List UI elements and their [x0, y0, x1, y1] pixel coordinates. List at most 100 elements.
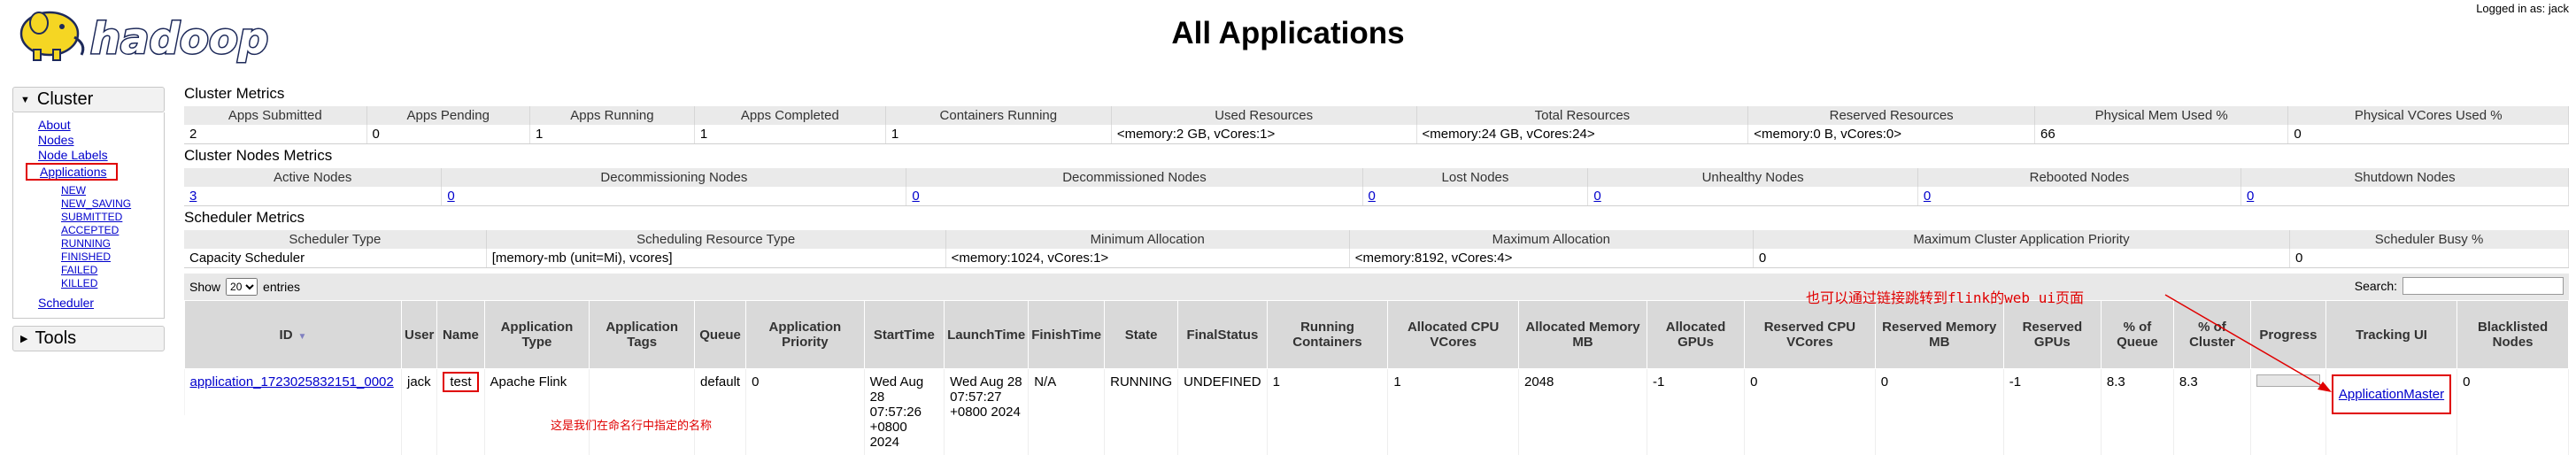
cluster-links: About Nodes Node Labels Applications NEW…	[12, 112, 165, 319]
show-label: Show	[189, 280, 220, 294]
col-header-alloc-vcores[interactable]: Allocated CPU VCores	[1388, 301, 1519, 369]
nav-state-new-saving[interactable]: NEW_SAVING	[61, 197, 164, 211]
annotation-bottom: 这是我们在命名行中指定的名称	[551, 416, 712, 433]
col-header-finishtime[interactable]: FinishTime	[1029, 301, 1105, 369]
cell-running-containers: 1	[1267, 369, 1388, 455]
metric-value: <memory:1024, vCores:1>	[945, 249, 1349, 268]
metric-header: Reserved Resources	[1748, 106, 2035, 125]
metric-value: [memory-mb (unit=Mi), vcores]	[486, 249, 945, 268]
metric-header: Maximum Cluster Application Priority	[1753, 230, 2289, 249]
scheduler-metrics-title: Scheduler Metrics	[184, 209, 2569, 227]
nav-applications-link[interactable]: Applications	[26, 163, 118, 181]
col-header-tags[interactable]: Application Tags	[590, 301, 695, 369]
col-header-id[interactable]: ID▼	[185, 301, 402, 369]
col-header-progress[interactable]: Progress	[2250, 301, 2325, 369]
cell-alloc-gpus: -1	[1647, 369, 1744, 455]
page-title: All Applications	[0, 16, 2576, 51]
cell-blacklisted: 0	[2457, 369, 2569, 455]
nav-nodes-link[interactable]: Nodes	[38, 133, 164, 148]
entries-select[interactable]: 20	[226, 278, 258, 296]
nav-scheduler-link[interactable]: Scheduler	[38, 296, 164, 311]
tools-label: Tools	[35, 328, 76, 349]
metric-header: Containers Running	[885, 106, 1111, 125]
metric-header: Lost Nodes	[1362, 168, 1588, 187]
metric-header: Scheduler Type	[184, 230, 486, 249]
metric-header: Physical Mem Used %	[2034, 106, 2287, 125]
metric-value: 0	[2290, 249, 2569, 268]
col-header-user[interactable]: User	[402, 301, 437, 369]
col-header-res-vcores[interactable]: Reserved CPU VCores	[1745, 301, 1876, 369]
col-header-res-mem[interactable]: Reserved Memory MB	[1875, 301, 2003, 369]
metric-header: Apps Completed	[694, 106, 885, 125]
cluster-section-toggle[interactable]: ▼ Cluster	[12, 87, 165, 112]
metric-value: 0	[366, 125, 529, 144]
cell-starttime: Wed Aug 28 07:57:26 +0800 2024	[864, 369, 945, 455]
col-header-running-containers[interactable]: Running Containers	[1267, 301, 1388, 369]
triangle-down-icon: ▼	[20, 95, 30, 105]
table-row: application_1723025832151_0002 jack test…	[185, 369, 2569, 455]
unhealthy-nodes-link[interactable]: 0	[1593, 189, 1600, 204]
nav-state-accepted[interactable]: ACCEPTED	[61, 224, 164, 237]
metric-value: 2	[184, 125, 366, 144]
cell-user: jack	[402, 369, 437, 455]
nav-about-link[interactable]: About	[38, 118, 164, 133]
annotation-top: 也可以通过链接跳转到flink的web ui页面	[1806, 286, 2084, 307]
cell-launchtime: Wed Aug 28 07:57:27 +0800 2024	[945, 369, 1029, 455]
nav-state-running[interactable]: RUNNING	[61, 237, 164, 251]
metric-value: 0	[1753, 249, 2289, 268]
col-header-type[interactable]: Application Type	[484, 301, 590, 369]
cell-finalstatus: UNDEFINED	[1178, 369, 1268, 455]
col-header-alloc-mem[interactable]: Allocated Memory MB	[1518, 301, 1647, 369]
col-header-state[interactable]: State	[1105, 301, 1178, 369]
metric-header: Decommissioned Nodes	[906, 168, 1362, 187]
decommissioning-nodes-link[interactable]: 0	[447, 189, 454, 204]
nav-state-finished[interactable]: FINISHED	[61, 251, 164, 264]
metric-header: Maximum Allocation	[1349, 230, 1753, 249]
cluster-metrics-title: Cluster Metrics	[184, 85, 2569, 103]
cell-alloc-mem: 2048	[1518, 369, 1647, 455]
active-nodes-link[interactable]: 3	[189, 189, 197, 204]
decommissioned-nodes-link[interactable]: 0	[912, 189, 919, 204]
logged-in-user: Logged in as: jack	[2476, 2, 2569, 15]
metric-header: Total Resources	[1416, 106, 1748, 125]
scheduler-metrics-table: Scheduler Type Scheduling Resource Type …	[184, 230, 2569, 268]
col-header-finalstatus[interactable]: FinalStatus	[1178, 301, 1268, 369]
cell-finishtime: N/A	[1029, 369, 1105, 455]
metric-value: 0	[2288, 125, 2569, 144]
nav-state-new[interactable]: NEW	[61, 184, 164, 197]
cell-name: test	[443, 372, 478, 392]
col-header-priority[interactable]: Application Priority	[746, 301, 864, 369]
col-header-res-gpus[interactable]: Reserved GPUs	[2003, 301, 2101, 369]
cluster-label: Cluster	[37, 89, 93, 110]
col-header-starttime[interactable]: StartTime	[864, 301, 945, 369]
cell-pct-queue: 8.3	[2101, 369, 2173, 455]
cell-res-vcores: 0	[1745, 369, 1876, 455]
col-header-alloc-gpus[interactable]: Allocated GPUs	[1647, 301, 1744, 369]
col-header-pct-cluster[interactable]: % of Cluster	[2173, 301, 2250, 369]
nav-node-labels-link[interactable]: Node Labels	[38, 148, 164, 163]
tracking-ui-link[interactable]: ApplicationMaster	[2339, 387, 2444, 402]
metric-header: Used Resources	[1111, 106, 1416, 125]
applications-header-row: ID▼ User Name Application Type Applicati…	[185, 301, 2569, 369]
metric-value: 66	[2034, 125, 2287, 144]
metric-header: Scheduler Busy %	[2290, 230, 2569, 249]
lost-nodes-link[interactable]: 0	[1369, 189, 1376, 204]
col-header-blacklisted[interactable]: Blacklisted Nodes	[2457, 301, 2569, 369]
nav-state-failed[interactable]: FAILED	[61, 264, 164, 277]
col-header-launchtime[interactable]: LaunchTime	[945, 301, 1029, 369]
metric-header: Apps Submitted	[184, 106, 366, 125]
tools-section-toggle[interactable]: ▶ Tools	[12, 326, 165, 351]
nav-state-killed[interactable]: KILLED	[61, 277, 164, 290]
shutdown-nodes-link[interactable]: 0	[2247, 189, 2254, 204]
col-header-pct-queue[interactable]: % of Queue	[2101, 301, 2173, 369]
cell-type: Apache Flink	[484, 369, 590, 455]
nav-state-submitted[interactable]: SUBMITTED	[61, 211, 164, 224]
col-header-tracking-ui[interactable]: Tracking UI	[2325, 301, 2456, 369]
col-header-queue[interactable]: Queue	[695, 301, 746, 369]
col-header-name[interactable]: Name	[437, 301, 484, 369]
metric-header: Active Nodes	[184, 168, 442, 187]
search-input[interactable]	[2402, 277, 2564, 295]
rebooted-nodes-link[interactable]: 0	[1924, 189, 1931, 204]
cell-tags	[590, 369, 695, 455]
application-id-link[interactable]: application_1723025832151_0002	[190, 374, 394, 389]
